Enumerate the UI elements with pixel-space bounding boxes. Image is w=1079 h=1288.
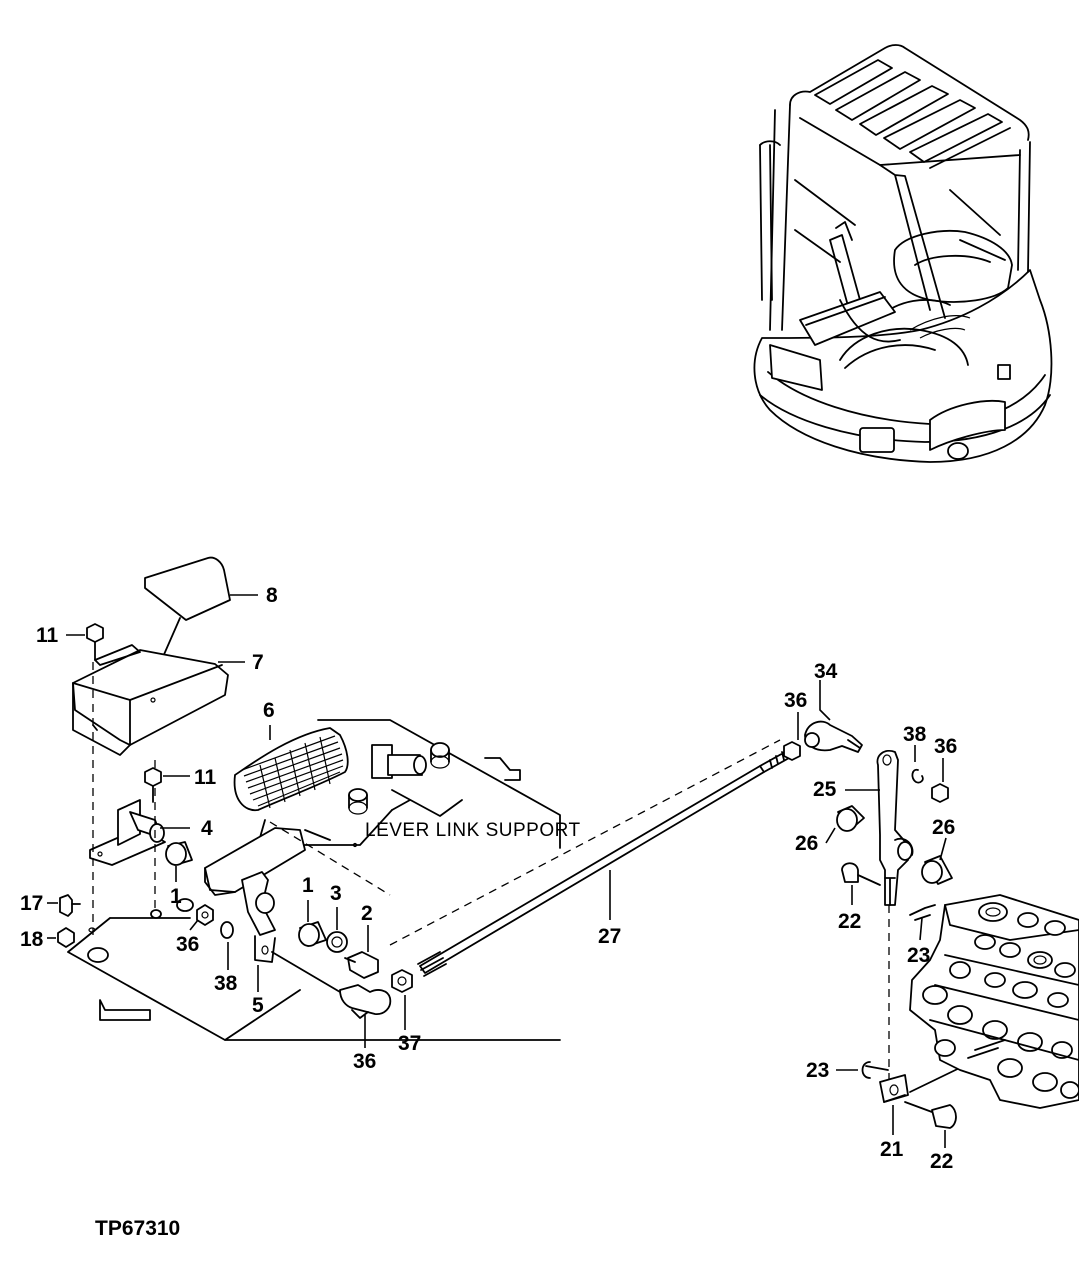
figure-reference-code: TP67310 [95, 1217, 180, 1240]
callout-7: 7 [252, 651, 264, 674]
callout-numbers: 8 11 7 6 11 4 17 18 1 36 38 5 1 3 2 36 3… [20, 584, 957, 1173]
callout-8: 8 [266, 584, 278, 607]
callout-5: 5 [252, 994, 264, 1017]
bushing-1-right [298, 921, 327, 947]
callout-1-left: 1 [170, 885, 182, 908]
callout-34: 34 [814, 660, 838, 683]
callout-36-left: 36 [176, 933, 199, 956]
callout-3: 3 [330, 882, 342, 905]
callout-38-left: 38 [214, 972, 238, 995]
callout-23-lower: 23 [806, 1059, 829, 1082]
callout-36-right: 36 [934, 735, 957, 758]
callout-38-right: 38 [903, 723, 927, 746]
callout-11-top: 11 [36, 624, 59, 647]
callout-36-bottom: 36 [353, 1050, 376, 1073]
callout-27: 27 [598, 925, 621, 948]
callout-6: 6 [263, 699, 275, 722]
lever-link-support-label: LEVER LINK SUPPORT [365, 820, 581, 841]
callout-1-right: 1 [302, 874, 314, 897]
callout-21: 21 [880, 1138, 904, 1161]
callout-36-rod-end: 36 [784, 689, 807, 712]
pedal-bracket-assembly [57, 556, 781, 1041]
bushing-1-left [165, 841, 193, 866]
callout-22-upper: 22 [838, 910, 861, 933]
bolt-11-top [86, 623, 104, 661]
callout-11-mid: 11 [194, 766, 217, 789]
callout-37: 37 [398, 1032, 421, 1055]
bolt-11-mid [144, 767, 162, 803]
control-valve-block [909, 894, 1079, 1109]
callout-25: 25 [813, 778, 837, 801]
excavator-overview-illustration [753, 44, 1053, 463]
callout-23-upper: 23 [907, 944, 930, 967]
control-rod-27 [417, 751, 790, 977]
pedal-grip-hatch [241, 735, 344, 809]
callout-18: 18 [20, 928, 44, 951]
callout-26-left: 26 [795, 832, 818, 855]
callout-17: 17 [20, 892, 43, 915]
leader-lines [47, 594, 947, 1148]
callout-26-right: 26 [932, 816, 955, 839]
callout-2: 2 [361, 902, 373, 925]
callout-4: 4 [201, 817, 213, 840]
callout-22-lower: 22 [930, 1150, 953, 1173]
valve-linkage-assembly [783, 720, 1079, 1129]
